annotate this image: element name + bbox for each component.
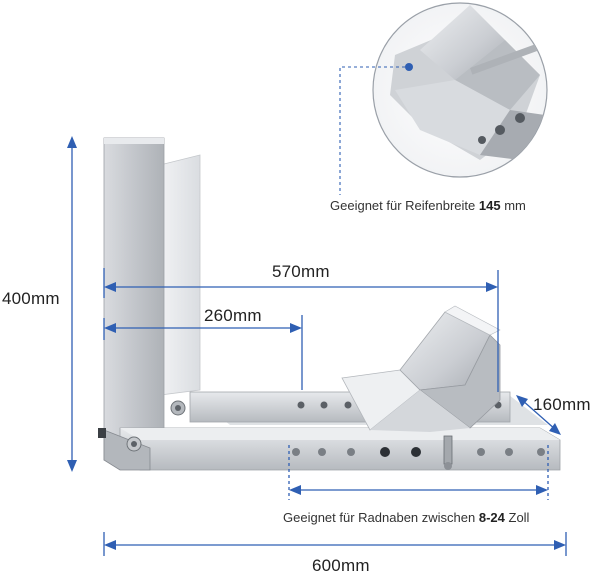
inner-width-dimension-label: 260mm — [204, 306, 262, 325]
tire-caption-prefix: Geeignet für Reifenbreite — [330, 198, 479, 213]
height-dimension-label: 400mm — [2, 289, 60, 308]
bottom-width-dimension-label: 600mm — [312, 556, 370, 575]
detail-magnifier — [372, 2, 548, 178]
dimension-lines — [67, 136, 567, 556]
tire-width-caption: Geeignet für Reifenbreite 145 mm — [330, 198, 526, 213]
product-body — [98, 137, 561, 471]
hub-caption-value: 8-24 — [478, 510, 505, 525]
depth-dimension-label: 160mm — [533, 395, 591, 414]
hub-range-caption: Geeignet für Radnaben zwischen 8-24 Zoll — [283, 510, 529, 525]
detail-leader-line — [339, 66, 405, 195]
top-width-dimension-label: 570mm — [272, 262, 330, 281]
tire-caption-value: 145 — [478, 198, 501, 213]
tire-caption-suffix: mm — [500, 198, 526, 213]
hub-caption-suffix: Zoll — [504, 510, 530, 525]
hub-caption-prefix: Geeignet für Radnaben zwischen — [283, 510, 479, 525]
